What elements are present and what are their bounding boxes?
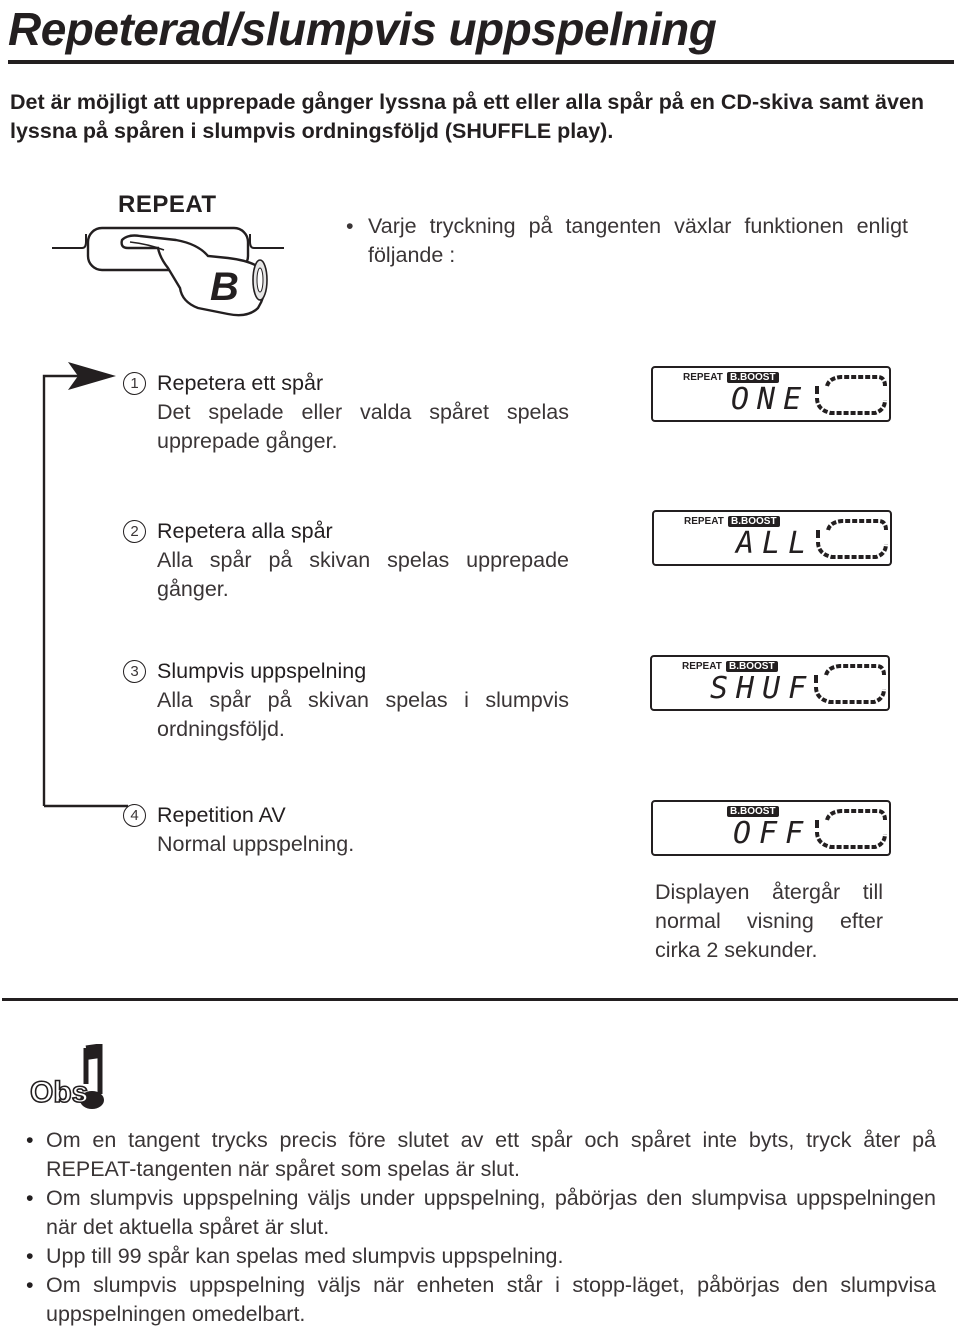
lcd-display-one: REPEAT B.BOOST ONE [651,366,891,422]
step-heading: Slumpvis uppspelning [157,659,367,683]
title-divider [8,60,954,64]
step-description: Normal uppspelning. [157,832,355,856]
section-divider [2,998,958,1001]
bullet-icon: • [346,214,354,238]
disc-indicator-icon [816,519,888,559]
obs-badge: Obs [29,1044,104,1110]
lcd-segment-text: OFF [733,816,812,851]
step-shuffle: 3 Slumpvis uppspelning Alla spår på skiv… [123,657,569,744]
disc-indicator-icon [814,664,886,704]
lcd-display-off: B.BOOST OFF [651,800,891,856]
step-number: 2 [123,520,146,543]
lcd-boost-indicator: B.BOOST [727,372,779,383]
lcd-boost-indicator: B.BOOST [727,806,779,817]
lcd-segment-text: SHUF [710,671,815,706]
list-item: Om en tangent trycks precis före slutet … [26,1126,936,1184]
intro-paragraph: Det är möjligt att upprepade gånger lyss… [10,90,925,143]
step-description: Alla spår på skivan spelas i slumpvis or… [157,688,569,741]
press-note-text: Varje tryckning på tangenten växlar funk… [368,214,908,267]
display-return-note: Displayen återgår till normal visning ef… [655,880,883,962]
disc-indicator-icon [815,809,887,849]
cycle-arrow-icon [42,362,128,808]
step-number: 4 [123,804,146,827]
step-description: Alla spår på skivan spelas upprepade gån… [157,548,569,601]
page-title: Repeterad/slumpvis uppspelning [8,3,717,55]
obs-notes-list: Om en tangent trycks precis före slutet … [26,1126,936,1329]
step-heading: Repetera ett spår [157,371,324,395]
music-note-icon [80,1044,104,1109]
lcd-display-all: REPEAT B.BOOST ALL [652,510,892,566]
lcd-boost-indicator: B.BOOST [728,516,780,527]
lcd-boost-indicator: B.BOOST [726,661,778,672]
lcd-segment-text: ALL [736,526,815,561]
lcd-repeat-indicator: REPEAT [682,661,722,672]
disc-indicator-icon [815,375,887,415]
obs-label: Obs [30,1076,88,1109]
list-item: Om slumpvis uppspelning väljs när enhete… [26,1271,936,1329]
step-repeat-off: 4 Repetition AV Normal uppspelning. [123,801,569,859]
step-heading: Repetera alla spår [157,519,333,543]
step-number: 1 [123,372,146,395]
step-heading: Repetition AV [157,803,286,827]
step-description: Det spelade eller valda spåret spelas up… [157,400,569,453]
press-note: • Varje tryckning på tangenten växlar fu… [346,212,908,270]
list-item: Upp till 99 spår kan spelas med slumpvis… [26,1242,936,1271]
step-number: 3 [123,660,146,683]
key-letter: B [210,265,239,309]
lcd-segment-text: ONE [731,382,810,417]
step-repeat-one: 1 Repetera ett spår Det spelade eller va… [123,369,569,456]
lcd-display-shuf: REPEAT B.BOOST SHUF [650,655,890,711]
lcd-repeat-indicator: REPEAT [684,516,724,527]
list-item: Om slumpvis uppspelning väljs under upps… [26,1184,936,1242]
step-repeat-all: 2 Repetera alla spår Alla spår på skivan… [123,517,569,604]
lcd-repeat-indicator: REPEAT [683,372,723,383]
hand-pressing-button-icon: B [52,226,284,317]
repeat-button-label: REPEAT [118,191,217,218]
